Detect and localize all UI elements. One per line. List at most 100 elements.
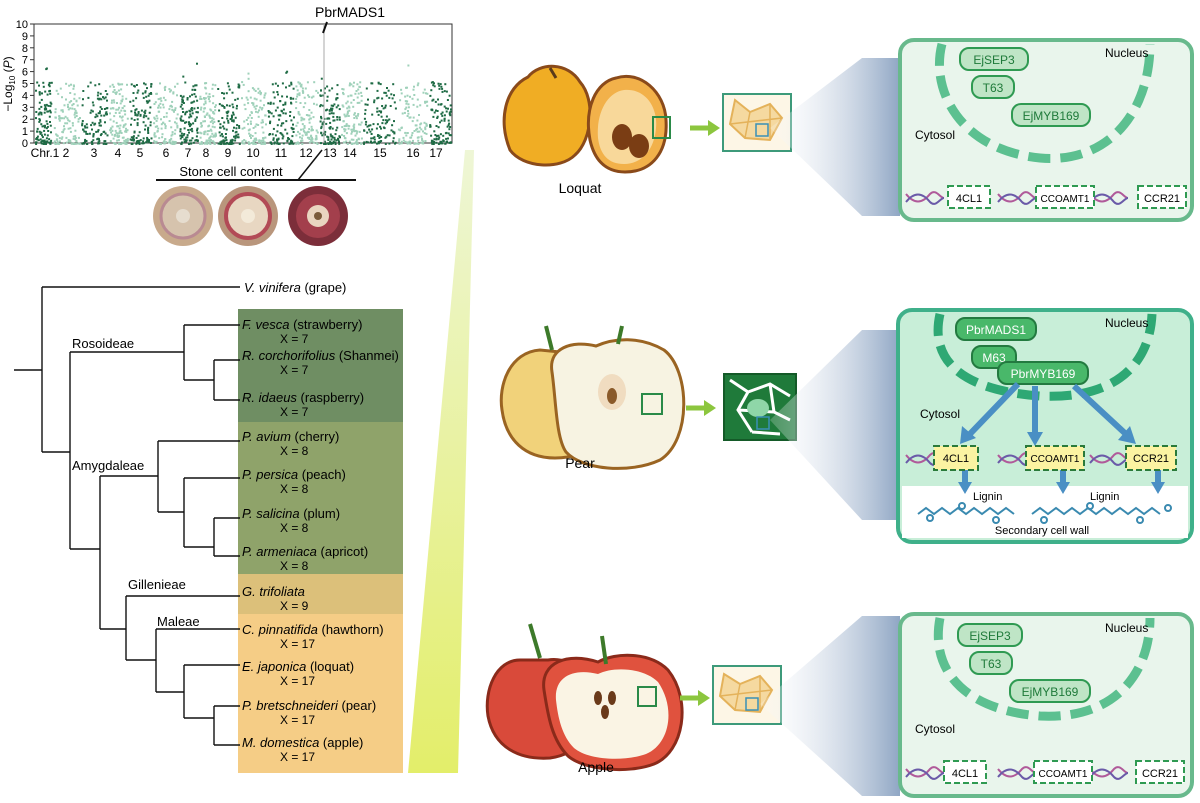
snp-point xyxy=(94,84,97,87)
snp-point xyxy=(144,83,147,86)
snp-point xyxy=(386,134,389,137)
snp-point xyxy=(123,105,126,108)
snp-point xyxy=(164,127,167,130)
snp-point xyxy=(444,142,447,145)
snp-point xyxy=(259,93,262,96)
taxon-label: G. trifoliata xyxy=(242,584,305,599)
snp-point xyxy=(68,101,71,104)
snp-point xyxy=(35,141,37,144)
snp-point xyxy=(119,143,122,145)
snp-point xyxy=(121,136,124,139)
snp-point xyxy=(348,125,351,128)
snp-point xyxy=(338,116,341,119)
snp-point xyxy=(77,142,80,145)
snp-point xyxy=(364,109,367,112)
snp-point xyxy=(254,143,257,145)
snp-point xyxy=(311,138,314,141)
snp-point xyxy=(289,114,291,117)
snp-point xyxy=(132,104,135,107)
snp-point xyxy=(119,102,122,105)
snp-point xyxy=(425,124,428,127)
snp-point xyxy=(43,126,46,129)
snp-point xyxy=(355,139,358,142)
snp-point xyxy=(36,81,39,84)
snp-point xyxy=(315,129,318,132)
snp-point xyxy=(286,140,289,143)
snp-point xyxy=(440,119,443,122)
chromosome-label: 4 xyxy=(115,146,122,160)
snp-point xyxy=(236,124,239,127)
snp-point xyxy=(222,140,225,143)
snp-point xyxy=(200,132,203,135)
snp-point xyxy=(99,124,102,127)
dna-icon xyxy=(1089,191,1129,205)
chromosome-label: 8 xyxy=(203,146,210,160)
cell-panel-pear: Nucleus Cytosol PbrMADS1 M63 PbrMYB169 4… xyxy=(896,308,1194,544)
snp-point xyxy=(99,134,102,137)
snp-point xyxy=(58,115,61,118)
snp-point xyxy=(288,84,291,87)
snp-point xyxy=(284,128,287,131)
snp-point xyxy=(373,136,376,139)
snp-point xyxy=(226,104,228,107)
snp-point xyxy=(38,107,41,110)
snp-point xyxy=(249,120,252,123)
snp-point xyxy=(196,99,199,102)
chromosome-label: 7 xyxy=(185,146,192,160)
snp-point xyxy=(401,112,404,115)
snp-point xyxy=(411,97,414,100)
snp-point xyxy=(190,123,193,126)
snp-point xyxy=(316,131,319,134)
snp-point xyxy=(124,123,127,126)
snp-point xyxy=(321,134,324,137)
snp-point xyxy=(350,132,353,135)
snp-point xyxy=(303,125,306,127)
snp-point xyxy=(346,113,349,116)
snp-point xyxy=(66,117,69,120)
snp-point xyxy=(281,133,284,136)
snp-point xyxy=(54,116,57,119)
snp-point xyxy=(438,136,441,139)
snp-point xyxy=(421,137,423,140)
snp-point xyxy=(112,90,115,93)
snp-point xyxy=(314,138,317,141)
snp-point xyxy=(70,83,72,86)
snp-point xyxy=(292,87,295,90)
snp-point xyxy=(393,94,395,97)
snp-point xyxy=(227,119,230,122)
snp-point xyxy=(230,143,233,145)
snp-point xyxy=(354,92,357,95)
snp-point xyxy=(300,116,303,119)
snp-point xyxy=(217,88,220,90)
snp-point xyxy=(114,91,117,94)
snp-point xyxy=(360,142,363,145)
snp-point xyxy=(136,124,139,127)
snp-point xyxy=(95,130,98,133)
snp-point xyxy=(429,94,432,97)
snp-point xyxy=(56,134,59,137)
snp-point xyxy=(300,128,302,131)
snp-point xyxy=(298,113,301,116)
snp-point xyxy=(94,122,97,125)
snp-point xyxy=(299,102,302,104)
snp-point xyxy=(247,141,250,144)
gene-label: 4CL1 xyxy=(943,453,969,465)
snp-point xyxy=(416,98,419,101)
snp-point xyxy=(219,126,222,129)
snp-point xyxy=(114,133,116,136)
snp-point xyxy=(69,140,72,143)
snp-point xyxy=(356,141,359,144)
chromosome-points xyxy=(153,82,179,145)
snp-point xyxy=(184,81,187,84)
snp-point xyxy=(433,85,436,88)
chromosome-number: X = 9 xyxy=(280,599,309,613)
snp-point xyxy=(159,102,162,105)
snp-point xyxy=(376,97,379,100)
snp-point xyxy=(190,127,193,130)
snp-point xyxy=(393,131,396,134)
snp-point xyxy=(195,84,198,87)
snp-point xyxy=(311,128,313,131)
snp-point xyxy=(225,92,228,95)
snp-point xyxy=(193,93,196,96)
snp-point xyxy=(176,124,179,127)
